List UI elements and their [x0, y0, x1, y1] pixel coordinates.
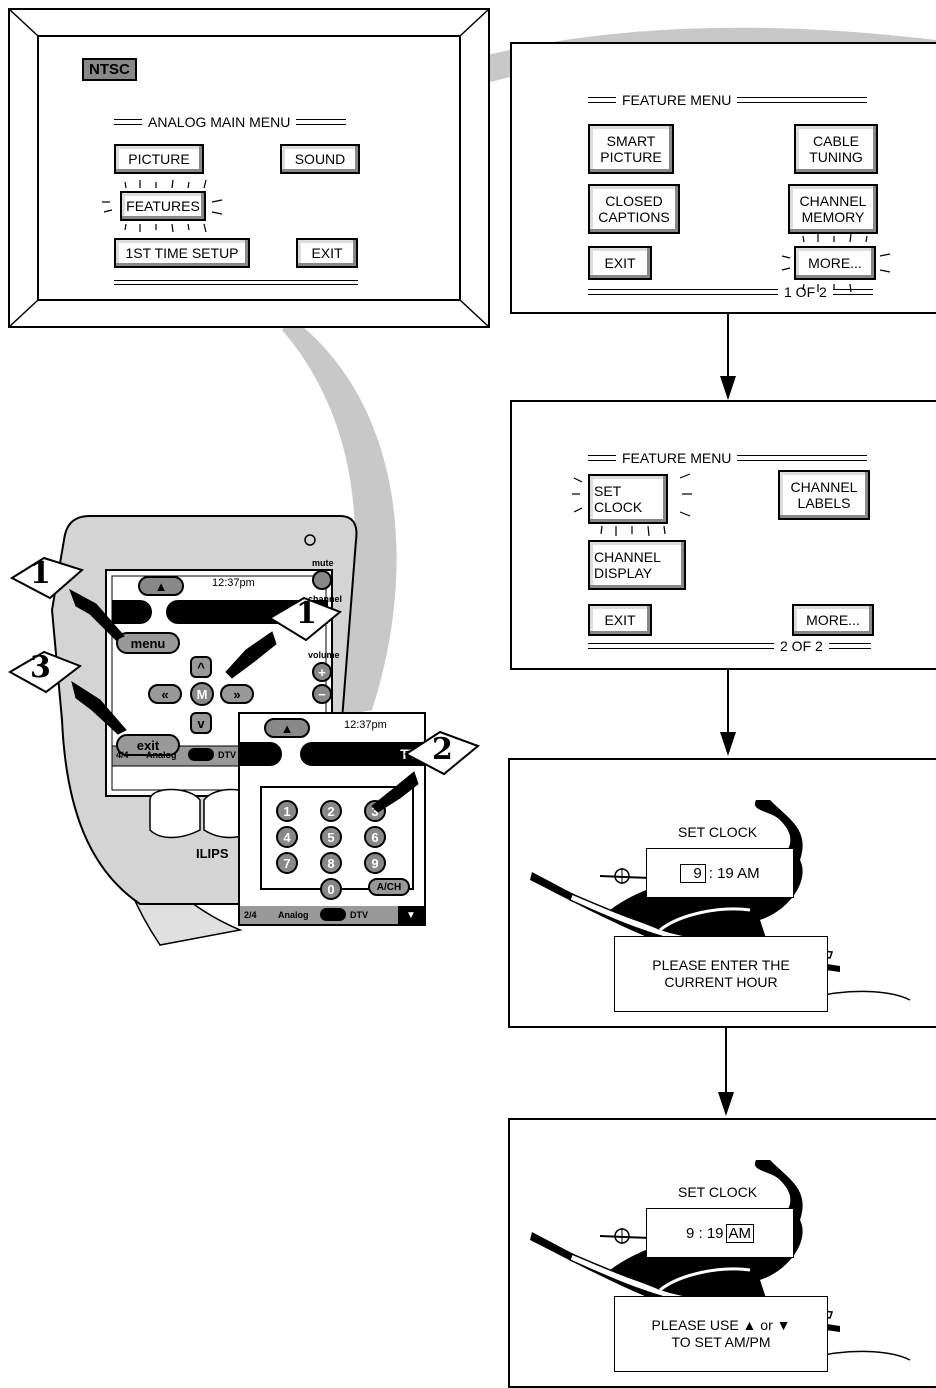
hand-pointer-2 [372, 772, 418, 812]
hand-pointer-1b [226, 632, 276, 678]
hand-pointer-3 [72, 682, 126, 734]
step-1-label: 1 [30, 556, 51, 591]
hand-pointer-1 [70, 590, 124, 640]
step-1b-label: 1 [296, 596, 317, 631]
step-2-label: 2 [432, 732, 453, 767]
step-3-label: 3 [30, 650, 51, 685]
